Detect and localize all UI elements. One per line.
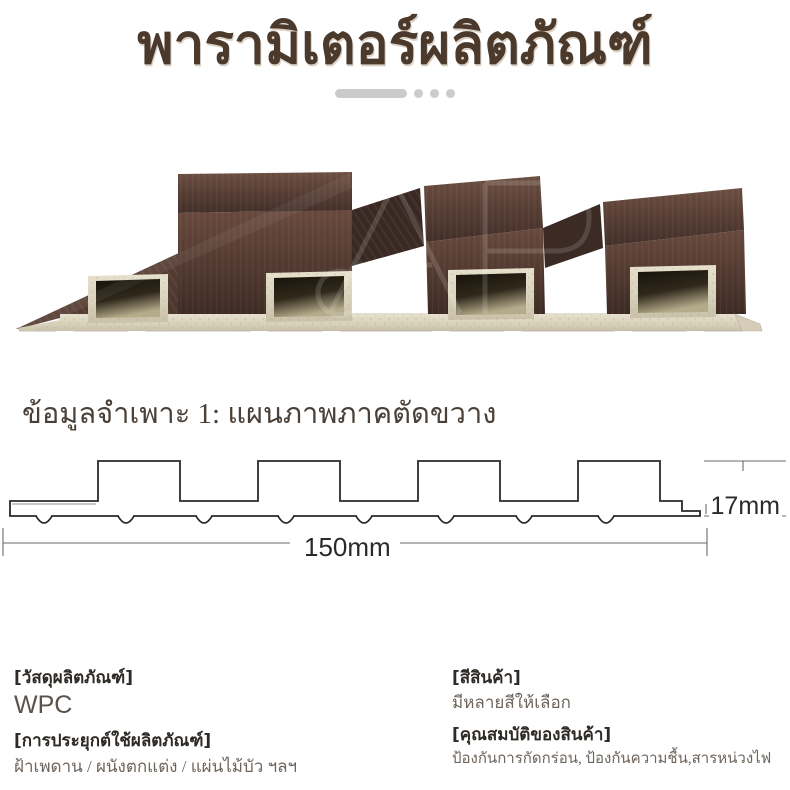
spec-key-application: [การประยุกต์ใช้ผลิตภัณฑ์] bbox=[14, 731, 212, 752]
spec-value-material: WPC bbox=[14, 691, 73, 720]
page-title: พารามิเตอร์ผลิตภัณฑ์ bbox=[137, 12, 653, 76]
product-photo bbox=[0, 118, 790, 368]
spec-item-application: [การประยุกต์ใช้ผลิตภัณฑ์] ฝ้าเพดาน / ผนั… bbox=[14, 731, 452, 777]
spec-column-right: [สีสินค้า] มีหลายสีให้เลือก [คุณสมบัติขอ… bbox=[452, 668, 790, 778]
divider-dot-icon bbox=[414, 89, 423, 99]
cross-section-drawing: 17mm 150mm bbox=[0, 444, 790, 569]
height-dimension-label: 17mm bbox=[708, 491, 782, 521]
title-divider bbox=[0, 88, 790, 100]
page-header: พารามิเตอร์ผลิตภัณฑ์ bbox=[0, 0, 790, 100]
section-heading: ข้อมูลจำเพาะ 1: แผนภาพภาคตัดขวาง bbox=[22, 397, 497, 430]
spec-item-material: [วัสดุผลิตภัณฑ์] WPC bbox=[14, 668, 452, 720]
spec-key-material: [วัสดุผลิตภัณฑ์] bbox=[14, 668, 134, 688]
divider-bar-icon bbox=[335, 89, 407, 99]
specification-list: [วัสดุผลิตภัณฑ์] WPC [การประยุกต์ใช้ผลิต… bbox=[0, 668, 790, 778]
divider-dot-icon bbox=[430, 89, 439, 99]
width-dimension-label: 150mm bbox=[296, 531, 399, 563]
spec-key-properties: [คุณสมบัติของสินค้า] bbox=[452, 725, 612, 746]
spec-value-properties: ป้องกันการกัดกร่อน, ป้องกันความชื้น,สารห… bbox=[452, 750, 772, 767]
product-photo-illustration bbox=[16, 171, 763, 337]
spec-item-color: [สีสินค้า] มีหลายสีให้เลือก bbox=[452, 668, 790, 714]
divider-dot-icon bbox=[446, 89, 455, 99]
spec-column-left: [วัสดุผลิตภัณฑ์] WPC [การประยุกต์ใช้ผลิต… bbox=[0, 668, 452, 778]
spec-value-application: ฝ้าเพดาน / ผนังตกแต่ง / แผ่นไม้บัว ฯลฯ bbox=[14, 756, 298, 776]
spec-value-color: มีหลายสีให้เลือก bbox=[452, 693, 571, 713]
spec-item-properties: [คุณสมบัติของสินค้า] ป้องกันการกัดกร่อน,… bbox=[452, 725, 790, 769]
spec-key-color: [สีสินค้า] bbox=[452, 668, 521, 688]
